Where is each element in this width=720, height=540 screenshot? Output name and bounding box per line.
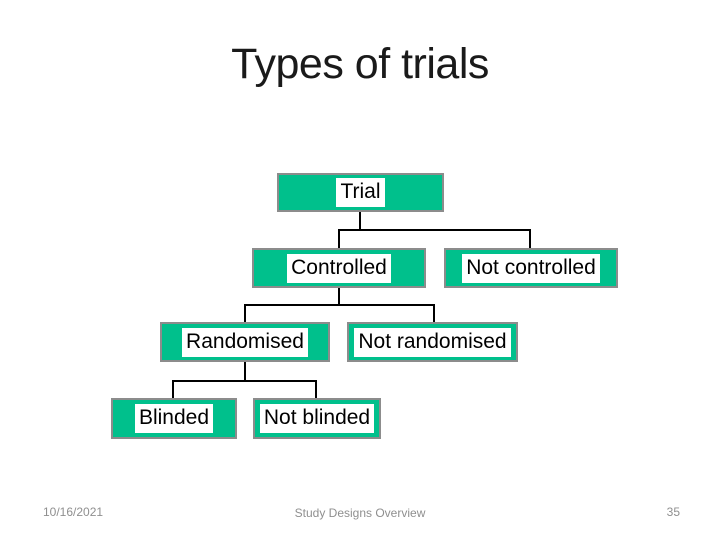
node-randomised: Randomised (160, 322, 330, 362)
node-blinded: Blinded (111, 398, 237, 439)
node-label: Randomised (182, 327, 308, 357)
connector-line (338, 229, 531, 231)
node-label: Not randomised (354, 327, 511, 357)
node-label: Blinded (134, 404, 214, 433)
connector-line (315, 380, 317, 398)
connector-line (338, 288, 340, 306)
connector-line (244, 362, 246, 382)
footer-page-number: 35 (666, 505, 680, 519)
connector-line (338, 229, 340, 248)
node-label: Not controlled (462, 253, 600, 283)
connector-line (433, 304, 435, 322)
connector-line (244, 304, 435, 306)
node-not-controlled: Not controlled (444, 248, 618, 288)
slide-title: Types of trials (231, 40, 489, 88)
connector-line (172, 380, 174, 398)
connector-line (529, 229, 531, 248)
node-label: Not blinded (259, 404, 375, 433)
node-not-blinded: Not blinded (253, 398, 381, 439)
node-label: Controlled (287, 253, 391, 283)
connector-line (172, 380, 317, 382)
connector-line (359, 211, 361, 231)
node-label: Trial (336, 178, 385, 207)
connector-line (244, 304, 246, 322)
node-controlled: Controlled (252, 248, 426, 288)
node-not-randomised: Not randomised (347, 322, 518, 362)
footer-deck-title: Study Designs Overview (294, 506, 426, 520)
node-trial: Trial (277, 173, 444, 212)
footer-date: 10/16/2021 (43, 505, 104, 519)
